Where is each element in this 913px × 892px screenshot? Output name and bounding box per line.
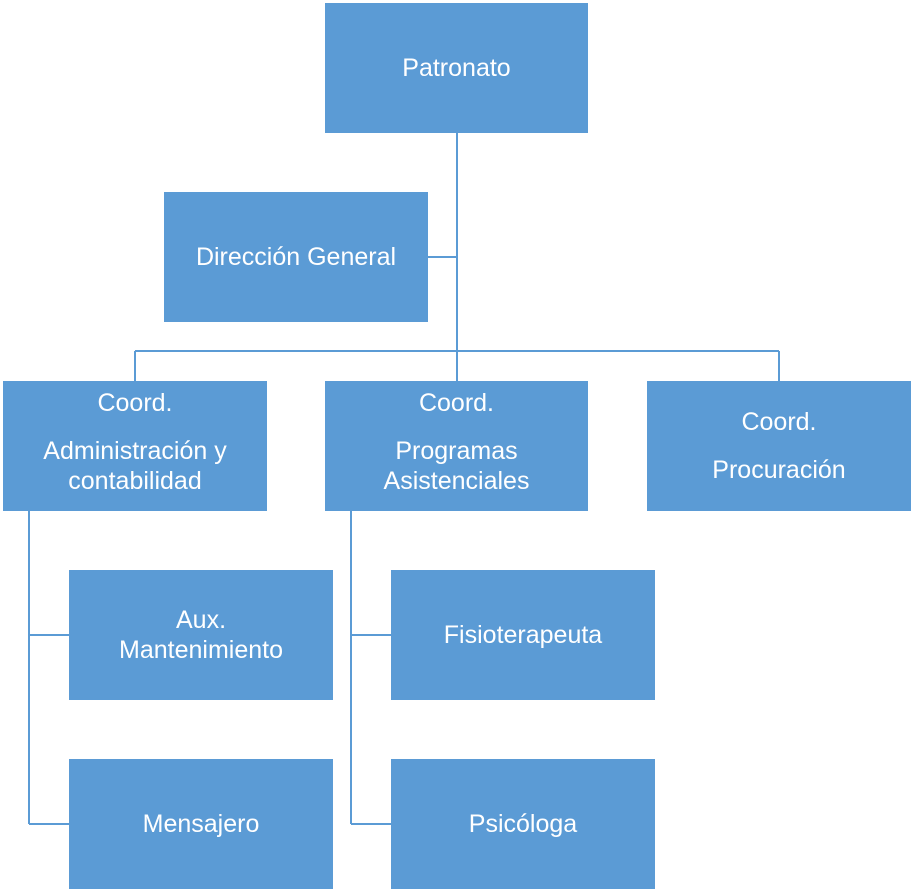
node-psicologa: Psicóloga: [391, 759, 655, 889]
node-admin-line1: Coord.: [97, 389, 173, 417]
node-mensajero: Mensajero: [69, 759, 333, 889]
node-aux-line1: Aux.: [175, 606, 227, 634]
node-admin-line3: contabilidad: [68, 467, 202, 495]
node-aux-mantenimiento: Aux. Mantenimiento: [69, 570, 333, 700]
node-programas-line3: Asistenciales: [383, 467, 530, 495]
node-aux-line2: Mantenimiento: [119, 636, 283, 664]
node-patronato-label: Patronato: [402, 54, 511, 82]
node-mensajero-label: Mensajero: [142, 810, 260, 838]
node-fisioterapeuta: Fisioterapeuta: [391, 570, 655, 700]
node-coord-procuracion: Coord. Procuración: [647, 381, 911, 511]
node-admin-line2: Administración y: [43, 437, 227, 465]
node-coord-programas: Coord. Programas Asistenciales: [325, 381, 588, 511]
node-direccion-general: Dirección General: [164, 192, 428, 322]
node-fisio-label: Fisioterapeuta: [443, 621, 603, 649]
node-direccion-label: Dirección General: [195, 243, 397, 271]
node-programas-line2: Programas: [395, 437, 518, 465]
node-procuracion-line2: Procuración: [712, 456, 846, 484]
node-procuracion-line1: Coord.: [741, 408, 817, 436]
node-psicologa-label: Psicóloga: [468, 810, 578, 838]
node-patronato: Patronato: [325, 3, 588, 133]
node-coord-administracion: Coord. Administración y contabilidad: [3, 381, 267, 511]
node-programas-line1: Coord.: [418, 389, 495, 417]
